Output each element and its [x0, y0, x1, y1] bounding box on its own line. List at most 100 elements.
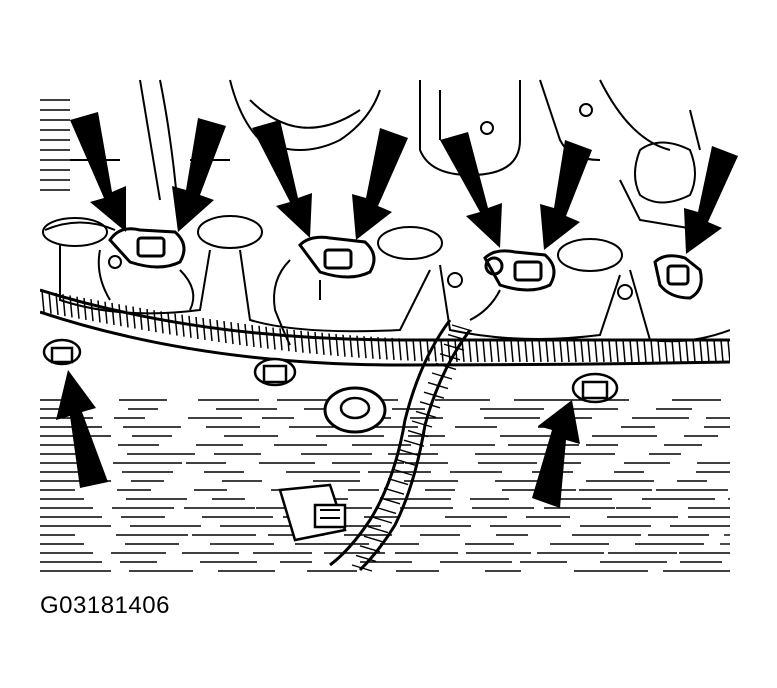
harness-rib: [622, 339, 626, 363]
harness-rib: [146, 308, 150, 332]
harness-rib: [167, 312, 171, 335]
lead-rib: [359, 545, 381, 553]
harness-rib: [384, 337, 388, 360]
connector-1: [97, 227, 186, 301]
harness-rib: [41, 290, 45, 313]
harness-rib: [370, 336, 374, 359]
harness-rib: [244, 323, 248, 347]
lead-rib: [351, 564, 373, 572]
harness-rib: [531, 339, 535, 363]
harness-rib: [594, 339, 598, 363]
harness-rib: [587, 339, 591, 363]
harness-rib: [657, 339, 661, 363]
harness-rib: [62, 294, 66, 317]
lead-rib: [363, 535, 385, 543]
harness-rib: [118, 304, 122, 327]
harness-rib: [237, 322, 241, 346]
lead-rib: [439, 353, 461, 361]
arrow-icon: [70, 112, 126, 232]
lead-rib: [395, 458, 417, 467]
connector-2: [273, 235, 376, 346]
harness-rib: [482, 339, 486, 363]
harness-rib: [405, 338, 409, 361]
harness-rib: [601, 339, 605, 363]
stud-3: [323, 386, 387, 434]
harness-rib: [447, 339, 451, 362]
harness-rib: [468, 339, 472, 363]
figure-code: G03181406: [40, 592, 170, 619]
arrow-icon: [440, 132, 502, 248]
harness-rib: [202, 317, 206, 341]
lead-rib: [391, 468, 413, 476]
harness-rib: [699, 339, 703, 363]
harness-rib: [559, 339, 563, 363]
harness-rib: [503, 339, 507, 363]
harness-rib: [153, 310, 157, 333]
harness-rib: [188, 315, 192, 338]
arrow-icon: [56, 370, 108, 488]
harness-rib: [608, 339, 612, 363]
engine-line-art: [40, 79, 730, 572]
harness-rib: [349, 335, 353, 358]
harness-rib: [139, 307, 143, 330]
arrow-icon: [540, 140, 592, 250]
lead-rib: [367, 525, 389, 534]
harness-rib: [566, 339, 570, 363]
arrow-icon: [532, 400, 580, 508]
harness-rib: [48, 291, 52, 314]
harness-rib: [440, 339, 444, 362]
lead-rib: [451, 324, 473, 332]
harness-rib: [230, 321, 234, 345]
harness-rib: [216, 319, 220, 343]
harness-rib: [517, 339, 521, 363]
harness-rib: [111, 302, 115, 326]
harness-rib: [293, 329, 297, 353]
connector-4: [653, 254, 703, 300]
lead-rib: [443, 343, 465, 351]
harness-rib: [489, 339, 493, 363]
harness-rib: [90, 299, 94, 322]
harness-rib: [342, 334, 346, 357]
harness-rib: [552, 339, 556, 363]
harness-rib: [692, 339, 696, 363]
lead-rib: [431, 372, 453, 380]
harness-rib: [706, 339, 710, 363]
harness-rib: [398, 338, 402, 361]
harness-rib: [307, 331, 311, 354]
harness-rib: [720, 339, 724, 363]
lead-rib: [407, 429, 429, 438]
harness-rib: [573, 339, 577, 363]
harness-rib: [363, 336, 367, 359]
lead-rib: [435, 362, 457, 371]
harness-rib: [174, 313, 178, 336]
harness-rib: [132, 306, 136, 329]
harness-rib: [671, 339, 675, 363]
lead-rib: [371, 516, 393, 524]
harness-rib: [510, 339, 514, 363]
harness-rib: [412, 338, 416, 361]
harness-rib: [713, 339, 717, 363]
lead-rib: [447, 333, 469, 342]
harness-rib: [391, 337, 395, 360]
harness-rib: [664, 339, 668, 363]
arrow-icon: [684, 146, 738, 254]
harness-rib: [377, 337, 381, 360]
harness-rib: [538, 339, 542, 363]
harness-rib: [251, 324, 255, 347]
harness-rib: [643, 339, 647, 363]
harness-rib: [524, 339, 528, 363]
harness-rib: [83, 297, 87, 321]
lead-rib: [415, 410, 437, 419]
harness-rib: [265, 326, 269, 349]
arrow-icon: [352, 128, 408, 240]
harness-rib: [97, 300, 101, 323]
harness-rib: [258, 325, 262, 348]
harness-rib: [279, 328, 283, 351]
harness-rib: [125, 305, 129, 328]
lead-rib: [399, 449, 421, 457]
stud-4: [571, 372, 619, 404]
harness-rib: [419, 339, 423, 362]
harness-rib: [335, 333, 339, 357]
harness-rib: [727, 339, 730, 363]
